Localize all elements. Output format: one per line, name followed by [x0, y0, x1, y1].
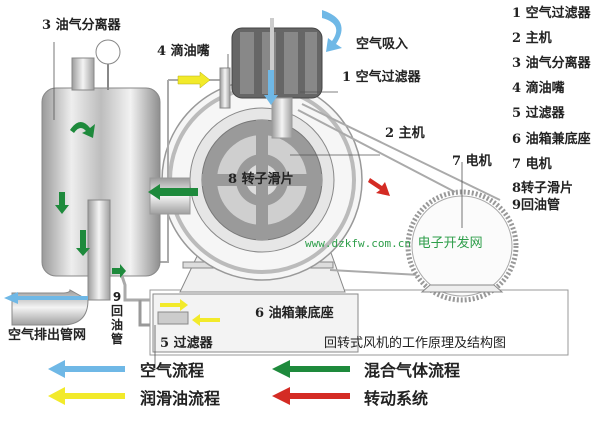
- label-air-intake: 空气吸入: [356, 37, 409, 52]
- rotation-arrow: [368, 178, 390, 196]
- label-tank-base: 6 油箱兼底座: [255, 306, 334, 321]
- legend-label-mixed-gas: 混合气体流程: [364, 361, 461, 380]
- mixed-gas-arrow: [70, 121, 95, 138]
- mixed-gas-arrow: [112, 264, 126, 278]
- mixed-gas-arrow: [55, 192, 69, 214]
- diagram-caption: 回转式风机的工作原理及结构图: [324, 336, 507, 351]
- oil-nozzle: [219, 67, 231, 109]
- label-filter: 5 过滤器: [160, 336, 213, 351]
- label-oil-return-char: 回: [110, 304, 123, 318]
- legend-arrow-drive: [272, 387, 350, 405]
- legend-arrow-oil: [48, 387, 125, 405]
- label-oil-return-char: 油: [110, 318, 123, 332]
- watermark: www.dzkfw.com.cn 电子开发网: [305, 232, 483, 251]
- label-oil-return-char: 9: [112, 290, 122, 304]
- parts-list-item: 4 滴油嘴: [512, 81, 565, 96]
- parts-list-item: 6 油箱兼底座: [512, 132, 591, 147]
- parts-list-item: 8转子滑片: [512, 181, 574, 196]
- parts-list-item: 2 主机: [512, 31, 552, 46]
- mixed-gas-arrow: [76, 230, 90, 256]
- label-oil-nozzle: 4 滴油嘴: [157, 44, 210, 59]
- label-oil-return-char: 管: [110, 332, 123, 346]
- label-oil-return: 9 回 油 管: [110, 290, 124, 346]
- oil-flow-arrow: [160, 299, 188, 311]
- oil-flow-arrow: [177, 71, 211, 89]
- oil-flow-arrow: [192, 314, 220, 326]
- pressure-gauge: [95, 39, 121, 65]
- legend-label-oil: 润滑油流程: [140, 389, 221, 408]
- air-intake-arrow: [322, 10, 342, 52]
- parts-list-item: 3 油气分离器: [512, 56, 591, 71]
- legend-arrow-air: [48, 360, 125, 378]
- legend-label-air: 空气流程: [140, 361, 205, 380]
- label-motor: 7 电机: [452, 154, 492, 169]
- filter-element: [157, 311, 189, 325]
- legend-label-drive: 转动系统: [364, 389, 429, 408]
- exhaust-pipe: [11, 289, 89, 326]
- parts-list-item: 7 电机: [512, 157, 552, 172]
- label-exhaust: 空气排出管网: [8, 328, 87, 343]
- label-air-filter: 1 空气过滤器: [342, 70, 421, 85]
- parts-list-item: 5 过滤器: [512, 106, 565, 121]
- label-rotor: 8 转子滑片: [228, 172, 294, 187]
- label-main-unit: 2 主机: [385, 126, 425, 141]
- watermark-url: www.dzkfw.com.cn: [305, 237, 411, 250]
- label-separator: 3 油气分离器: [42, 18, 121, 33]
- mixed-gas-arrow: [148, 184, 198, 200]
- drive-belt: [297, 109, 456, 193]
- rotor-vane: [202, 174, 322, 186]
- air-exhaust-arrow: [4, 292, 88, 304]
- watermark-name: 电子开发网: [417, 236, 483, 251]
- legend-arrow-mixed-gas: [272, 360, 350, 378]
- parts-list-item: 9回油管: [512, 198, 561, 213]
- parts-list-item: 1 空气过滤器: [512, 6, 591, 21]
